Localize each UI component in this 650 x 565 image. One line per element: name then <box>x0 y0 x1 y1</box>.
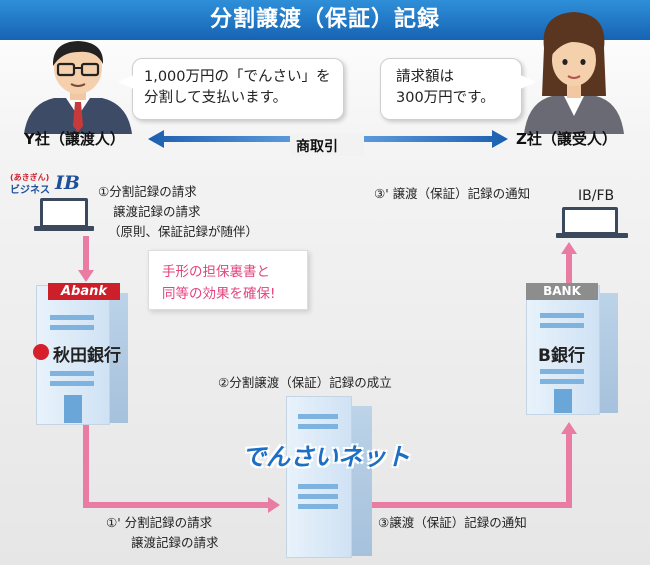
laptop-icon <box>556 207 628 243</box>
b-bank-name: B銀行 <box>538 346 585 366</box>
arrow-abank-to-network <box>83 420 89 508</box>
akigin-business-ib-logo: (あきぎん) ビジネス IB <box>10 172 80 196</box>
arrowhead-down <box>78 270 94 282</box>
step3-text: ③譲渡（保証）記録の通知 <box>378 515 527 530</box>
transferor-speech-bubble <box>132 58 344 120</box>
transferor-speech-line-2: 分割して支払います。 <box>144 90 288 106</box>
transferor-speech-tail <box>118 74 136 90</box>
businessman-icon <box>22 38 134 134</box>
arrow-bbank-to-laptop <box>566 252 572 288</box>
laptop-icon <box>34 198 94 234</box>
note-line-2: 同等の効果を確保! <box>162 286 276 302</box>
step1-prime-line-2: 譲渡記録の請求 <box>131 535 219 550</box>
step1-line-2: 譲渡記録の請求 <box>113 204 201 219</box>
step2-text: ②分割譲渡（保証）記録の成立 <box>218 375 392 390</box>
trade-label: 商取引 <box>296 139 338 155</box>
akita-bank-name: 秋田銀行 <box>53 346 121 366</box>
arrow-network-to-bbank <box>372 502 572 508</box>
densai-net-logo: でんさいネット <box>242 443 410 471</box>
akita-bank-logo-icon <box>33 344 49 360</box>
arrowhead-up <box>561 242 577 254</box>
transferee-speech-bubble <box>380 58 522 120</box>
transferee-label: Z社（譲受人） <box>516 130 617 148</box>
network-building-icon <box>278 396 374 558</box>
abank-sign: Abank <box>48 283 120 300</box>
step1-prime-line-1: ①' 分割記録の請求 <box>106 515 213 530</box>
title-bar <box>0 0 650 40</box>
page-title: 分割譲渡（保証）記録 <box>209 7 440 32</box>
step3-prime-notice: ③' 譲渡（保証）記録の通知 <box>374 186 531 201</box>
transferee-speech-tail <box>518 74 536 90</box>
step1-line-3: （原則、保証記録が随伴） <box>108 224 259 239</box>
businesswoman-icon <box>518 8 630 134</box>
transferor-speech-line-1: 1,000万円の「でんさい」を <box>144 69 331 85</box>
note-box <box>148 250 308 310</box>
note-line-1: 手形の担保裏書と <box>162 264 270 280</box>
trade-label-bg <box>290 134 364 156</box>
arrowhead-up <box>561 422 577 434</box>
ib-fb-label: IB/FB <box>578 188 615 204</box>
arrow-network-to-bbank-v <box>566 432 572 508</box>
transferee-speech-line-2: 300万円です。 <box>396 90 495 106</box>
b-bank-sign: BANK <box>526 283 598 300</box>
arrowhead-right <box>268 497 280 513</box>
transferee-speech-line-1: 請求額は <box>396 69 454 85</box>
arrow-abank-to-network-h <box>83 502 269 508</box>
bank-building-icon <box>522 285 618 415</box>
step1-line-1: ①分割記録の請求 <box>98 184 197 199</box>
transferor-label: Y社（譲渡人） <box>24 130 125 148</box>
arrow-laptop-to-abank <box>83 236 89 274</box>
